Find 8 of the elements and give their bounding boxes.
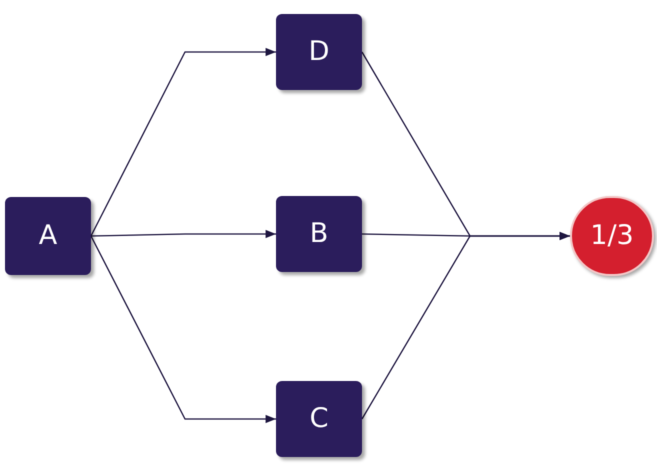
arrow [361,232,570,420]
arrow [90,236,276,424]
arrow [90,48,276,236]
node-box: D [276,14,362,90]
node-box: C [276,381,362,457]
arrow [90,230,276,238]
node-box: A [5,197,91,275]
node-box: B [276,196,362,272]
